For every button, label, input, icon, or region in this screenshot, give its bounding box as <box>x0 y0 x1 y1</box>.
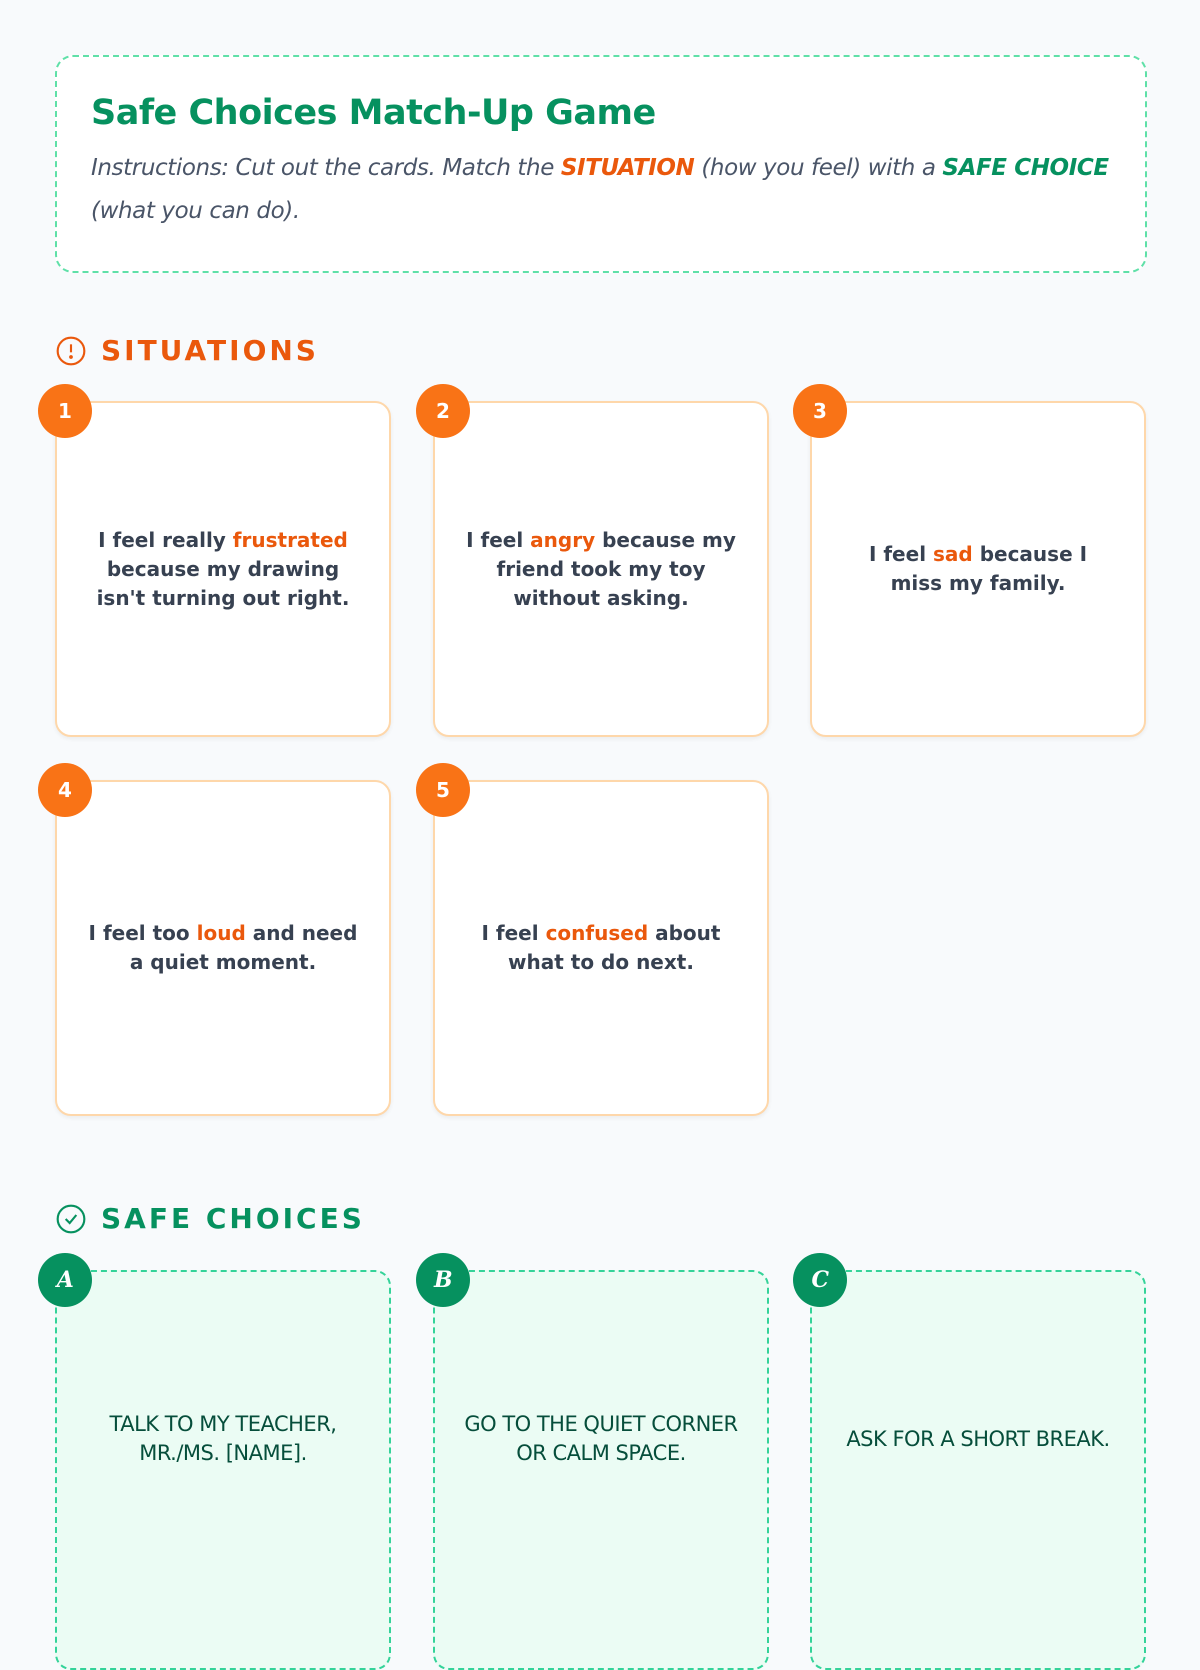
card-number-badge: 5 <box>416 763 470 817</box>
text-part: I feel <box>868 542 934 566</box>
card-number-badge: 1 <box>38 384 92 438</box>
text-part: I feel <box>481 921 546 945</box>
situation-card[interactable]: 2 I feel angry because my friend took my … <box>416 384 769 737</box>
instr-part: (what you can do). <box>91 198 300 224</box>
situation-card[interactable]: 3 I feel sad because I miss my family. <box>793 384 1146 737</box>
situation-text: I feel too loud and need a quiet moment. <box>85 919 361 977</box>
safe-choice-card[interactable]: B GO TO THE QUIET CORNER OR CALM SPACE. <box>416 1253 769 1670</box>
emotion-word: confused <box>545 921 649 945</box>
text-part: about what to do next. <box>508 921 721 974</box>
emotion-word: angry <box>530 527 596 552</box>
situation-card[interactable]: 5 I feel confused about what to do next. <box>416 763 769 1116</box>
text-part: because my drawing isn't turning out rig… <box>96 556 350 610</box>
situation-text: I feel sad because I miss my family. <box>840 540 1116 598</box>
safe-choice-card[interactable]: C ASK FOR A SHORT BREAK. <box>793 1253 1146 1670</box>
emotion-word: loud <box>196 921 246 945</box>
alert-circle-icon <box>56 336 86 365</box>
choice-text: TALK TO MY TEACHER, MR./MS. [NAME]. <box>109 1412 337 1465</box>
situation-text: I feel angry because my friend took my t… <box>463 526 739 613</box>
instructions-panel: Safe Choices Match-Up Game Instructions:… <box>55 55 1147 273</box>
choice-text: ASK FOR A SHORT BREAK. <box>846 1426 1110 1451</box>
card-letter-badge: B <box>416 1253 470 1307</box>
card-number-badge: 3 <box>793 384 847 438</box>
emotion-word: sad <box>933 542 973 566</box>
choice-text: GO TO THE QUIET CORNER OR CALM SPACE. <box>464 1412 738 1465</box>
check-circle-icon <box>56 1204 86 1233</box>
text-part: I feel <box>466 527 531 552</box>
card-number-badge: 2 <box>416 384 470 438</box>
card-letter-badge: C <box>793 1253 847 1307</box>
safe-choice-card[interactable]: A TALK TO MY TEACHER, MR./MS. [NAME]. <box>38 1253 391 1670</box>
emotion-word: frustrated <box>232 527 348 552</box>
card-number-badge: 4 <box>38 763 92 817</box>
page-title: Safe Choices Match-Up Game <box>91 93 656 133</box>
instr-part: (how you feel) with a <box>694 155 943 181</box>
text-part: and need a quiet moment. <box>129 921 358 974</box>
instructions-text: Instructions: Cut out the cards. Match t… <box>91 147 1111 233</box>
section-title: SITUATIONS <box>101 334 319 367</box>
situation-text: I feel really frustrated because my draw… <box>85 526 361 613</box>
text-part: because my friend took my toy without as… <box>496 527 736 610</box>
section-title: SAFE CHOICES <box>101 1202 365 1235</box>
situation-card[interactable]: 1 I feel really frustrated because my dra… <box>38 384 391 737</box>
instr-part: Instructions: Cut out the cards. Match t… <box>91 155 561 181</box>
safe-choices-heading: SAFE CHOICES <box>55 1202 365 1235</box>
situation-card[interactable]: 4 I feel too loud and need a quiet moment… <box>38 763 391 1116</box>
situations-heading: SITUATIONS <box>55 334 319 367</box>
text-part: I feel really <box>98 527 233 552</box>
instr-safe-choice: SAFE CHOICE <box>942 155 1109 181</box>
text-part: I feel too <box>88 921 197 945</box>
card-letter-badge: A <box>38 1253 92 1307</box>
instr-situation: SITUATION <box>560 155 695 181</box>
situation-text: I feel confused about what to do next. <box>463 919 739 977</box>
text-part: because I miss my family. <box>890 542 1088 595</box>
